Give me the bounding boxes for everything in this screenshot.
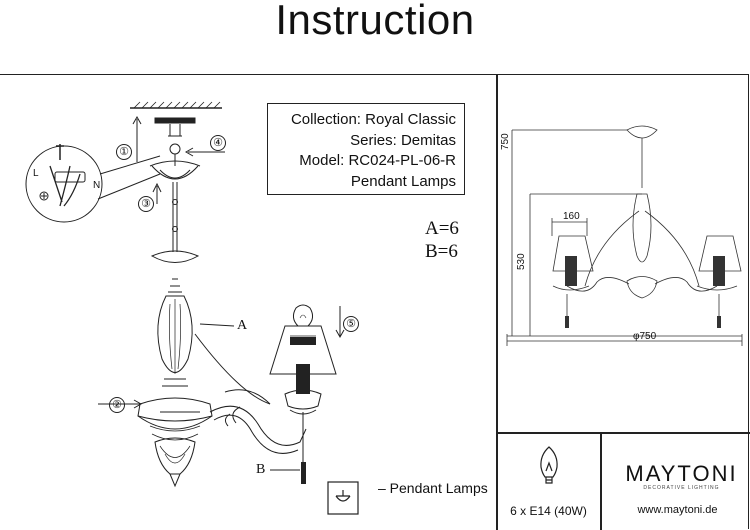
part-b-label: B xyxy=(256,462,266,477)
part-a-label: A xyxy=(237,318,248,333)
document-frame xyxy=(0,74,749,529)
dimension-drawing xyxy=(506,125,743,346)
bulb-icon xyxy=(540,446,558,484)
divider-horizontal xyxy=(496,432,750,434)
step-5-marker: ⑤ xyxy=(343,316,359,332)
collection-text: Collection: Royal Classic xyxy=(290,111,456,128)
step-4-marker: ④ xyxy=(210,135,226,151)
series-text: Series: Demitas xyxy=(350,131,456,149)
dim-height-total: 750 xyxy=(500,133,511,150)
count-b: B=6 xyxy=(425,241,458,262)
model-text: Model: RC024-PL-06-R xyxy=(299,152,456,169)
divider-vertical xyxy=(496,74,498,530)
page-title: Instruction xyxy=(275,0,475,43)
divider-footer xyxy=(600,432,602,530)
wire-l-label: L xyxy=(33,168,39,179)
brand-tagline: DECORATIVE LIGHTING xyxy=(643,485,720,491)
brand-logo: MAYTONI xyxy=(625,461,738,486)
product-info-box: Collection: Royal Classic Series: Demita… xyxy=(267,103,465,195)
step-3-marker: ③ xyxy=(138,196,154,212)
dim-width-top: 160 xyxy=(563,211,580,222)
dim-height-body: 530 xyxy=(516,253,527,270)
step-1-marker: ① xyxy=(116,144,132,160)
bulb-spec: 6 x E14 (40W) xyxy=(510,504,587,518)
brand-website: www.maytoni.de xyxy=(637,504,718,516)
assembly-drawing xyxy=(25,101,359,515)
count-a: A=6 xyxy=(425,218,459,239)
type-text: Pendant Lamps xyxy=(350,172,456,190)
wire-n-label: N xyxy=(93,180,101,191)
step-2-marker: ② xyxy=(109,397,125,413)
legend-pendant-lamps: – Pendant Lamps xyxy=(378,480,488,496)
dim-diameter: φ750 xyxy=(633,331,657,342)
